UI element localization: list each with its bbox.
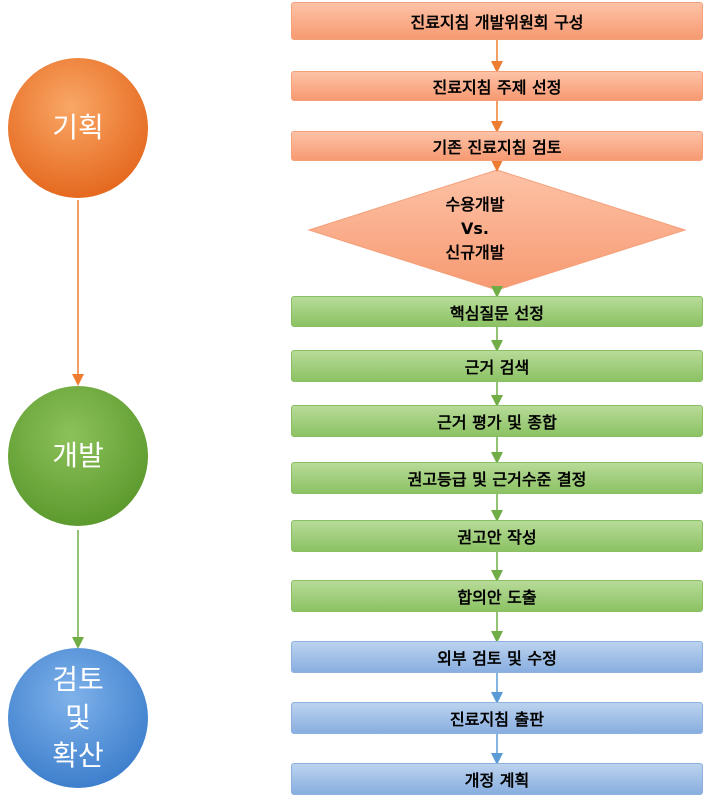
decision-line-1: 수용개발 xyxy=(445,195,505,214)
step-publication: 진료지침 출판 xyxy=(291,702,703,734)
step-evidence-search: 근거 검색 xyxy=(291,350,703,382)
step-topic-selection: 진료지침 주제 선정 xyxy=(291,71,703,101)
decision-line-2: Vs. xyxy=(461,219,489,238)
phase-circle-plan xyxy=(8,58,148,198)
phase-circle-review xyxy=(8,648,148,788)
step-grading-decision: 권고등급 및 근거수준 결정 xyxy=(291,462,703,494)
step-key-question-selection: 핵심질문 선정 xyxy=(291,296,703,327)
step-consensus: 합의안 도출 xyxy=(291,580,703,612)
decision-line-3: 신규개발 xyxy=(445,243,505,262)
step-existing-guideline-review: 기존 진료지침 검토 xyxy=(291,131,703,161)
step-recommendation-drafting: 권고안 작성 xyxy=(291,520,703,552)
decision-label: 수용개발 Vs. 신규개발 xyxy=(390,192,560,266)
phase-label-plan: 기획 xyxy=(52,111,104,144)
step-revision-plan: 개정 계획 xyxy=(291,763,703,795)
step-evidence-assessment: 근거 평가 및 종합 xyxy=(291,405,703,437)
phase-label-develop: 개발 xyxy=(52,439,104,472)
step-committee-formation: 진료지침 개발위원회 구성 xyxy=(291,2,703,40)
phase-label-review: 검토 및 확산 xyxy=(52,663,104,772)
step-external-review: 외부 검토 및 수정 xyxy=(291,641,703,673)
phase-circle-develop xyxy=(8,386,148,526)
